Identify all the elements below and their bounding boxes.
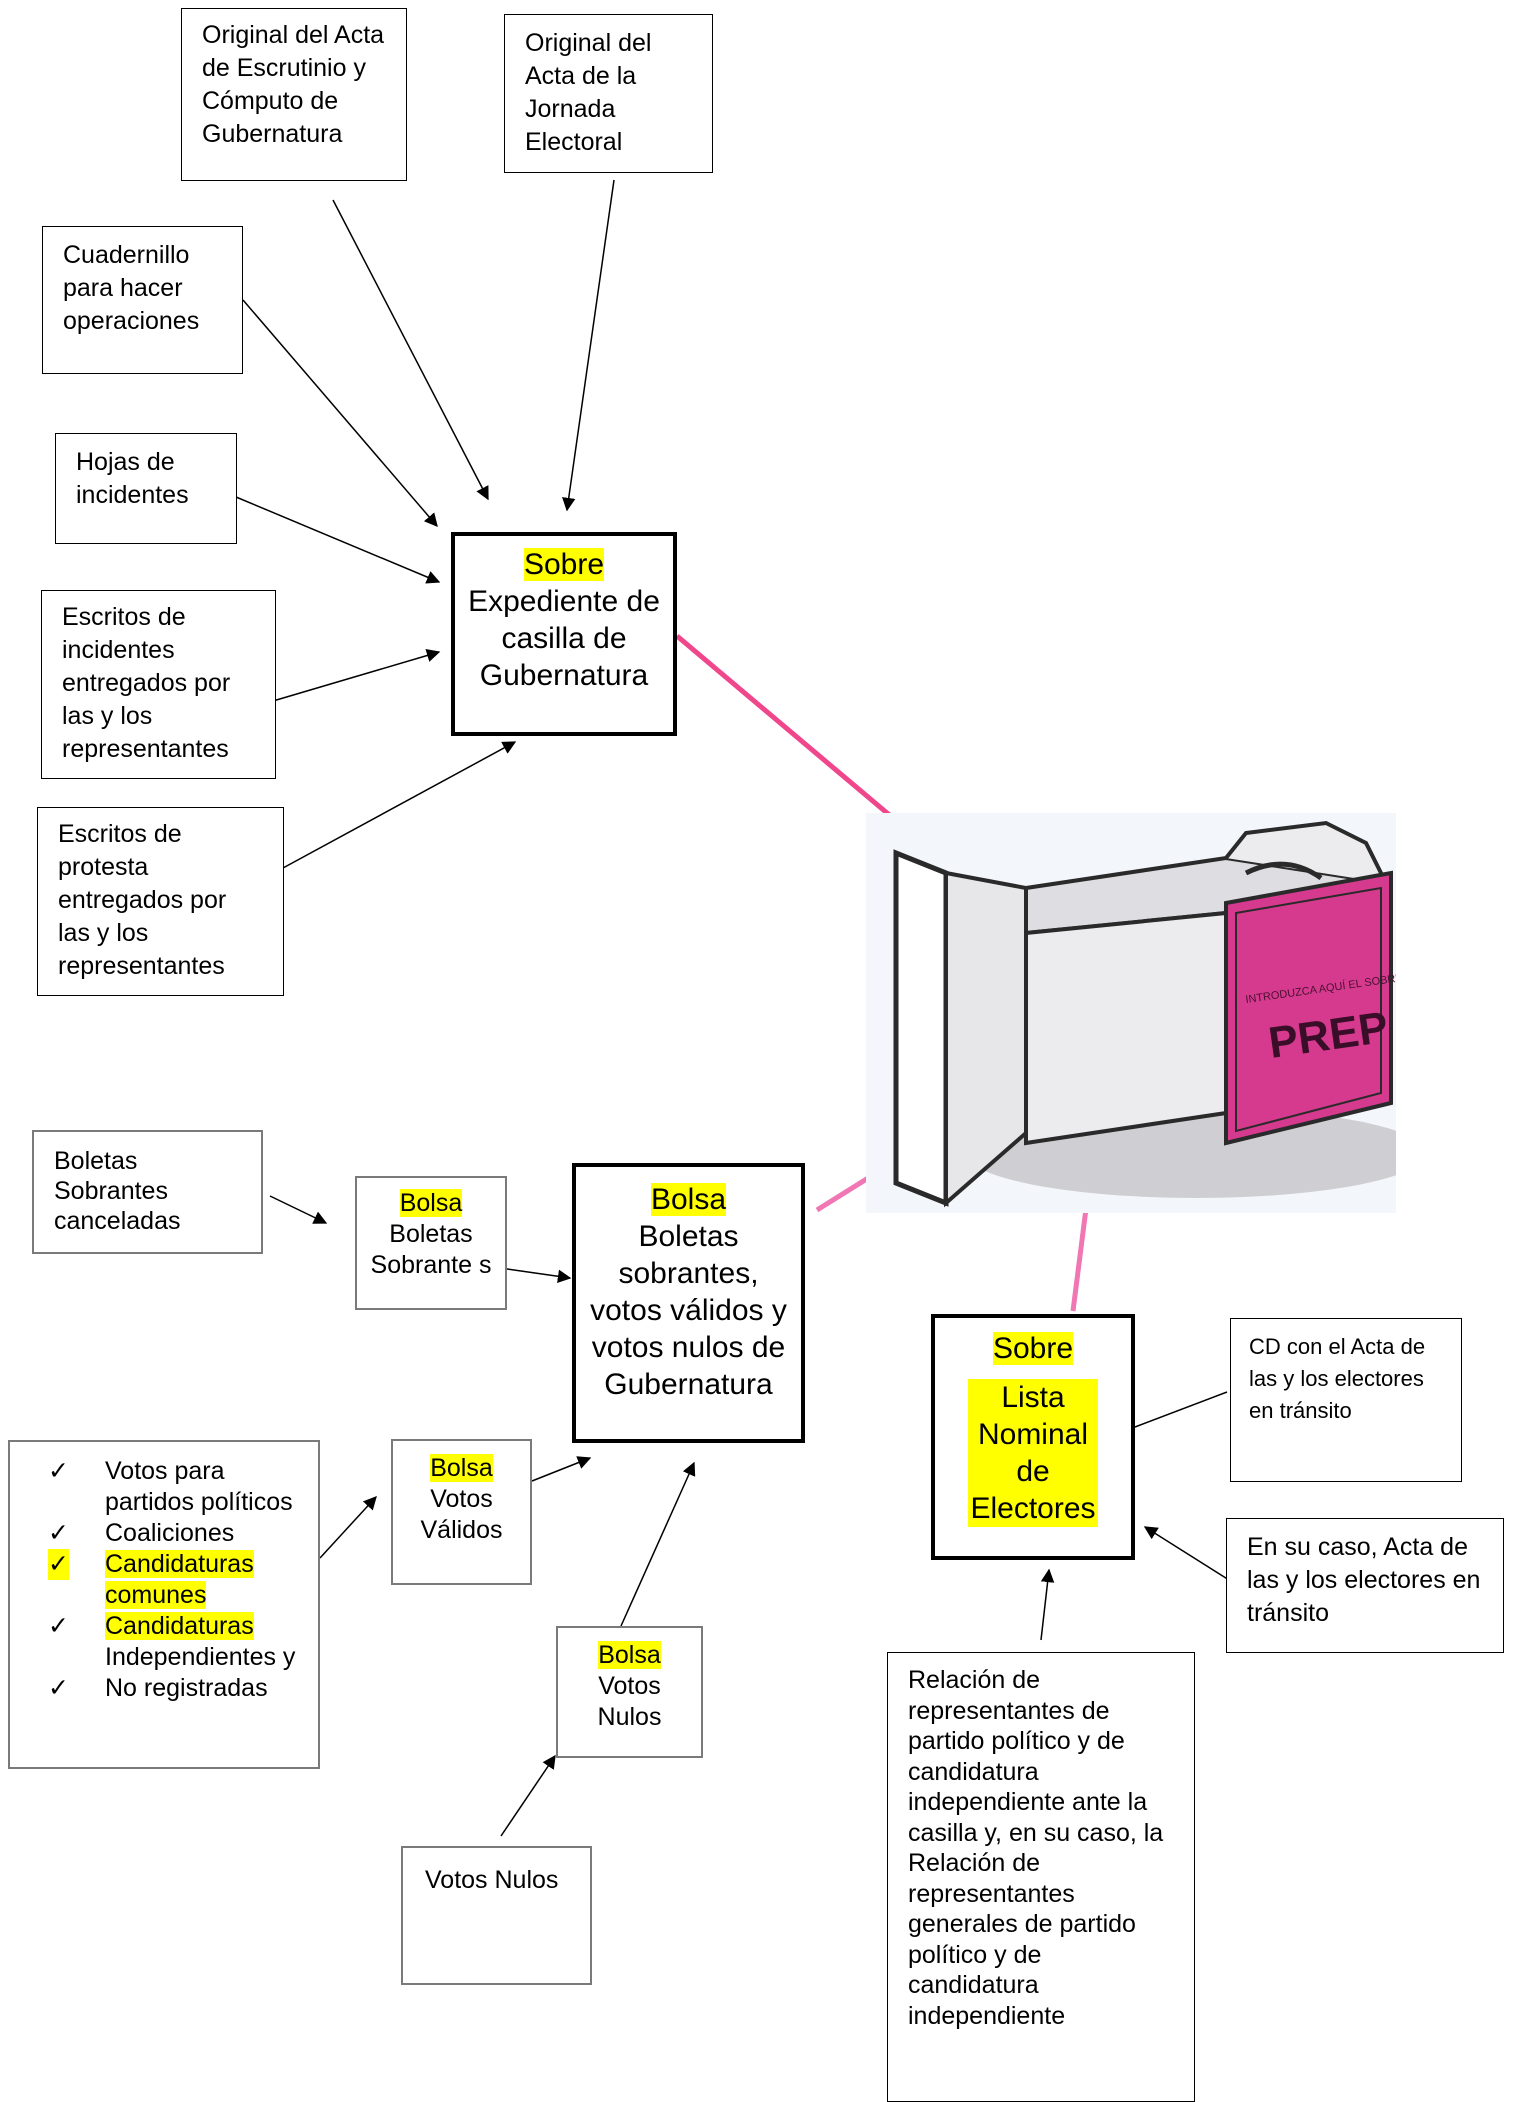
arrow-votos-nulos	[500, 1754, 556, 1837]
bolsa-principal-tag: Bolsa	[650, 1183, 727, 1216]
sobre-lista-box: Sobre Lista Nominal de Electores	[931, 1314, 1135, 1560]
sobre-lista-text: Lista Nominal de Electores	[968, 1379, 1098, 1527]
relacion-representantes-text: Relación de representantes de partido po…	[908, 1666, 1164, 2030]
hojas-incidentes-text: Hojas de incidentes	[76, 448, 189, 509]
acta-jornada-box: Original del Acta de la Jornada Electora…	[504, 14, 713, 173]
bolsa-boletas-tag: Bolsa	[399, 1189, 463, 1217]
acta-escrutinio-text: Original del Acta de Escrutinio y Cómput…	[202, 21, 385, 148]
acta-jornada-text: Original del Acta de la Jornada Electora…	[525, 29, 652, 156]
arrow-relacion	[1040, 1568, 1055, 1641]
line-cd-acta	[1134, 1391, 1228, 1428]
check-mark-icon: ✓	[48, 1457, 69, 1485]
acta-escrutinio-box: Original del Acta de Escrutinio y Cómput…	[181, 8, 407, 181]
check-mark-icon: ✓	[48, 1612, 69, 1640]
check-mark-icon: ✓	[48, 1519, 69, 1547]
arrow-acta-escrutinio	[332, 199, 489, 501]
bolsa-validos-tag: Bolsa	[430, 1454, 493, 1482]
cd-acta-box: CD con el Acta de las y los electores en…	[1230, 1318, 1462, 1482]
bolsa-principal-text: Boletas sobrantes, votos válidos y votos…	[590, 1220, 787, 1401]
sobre-lista-tag: Sobre	[992, 1332, 1074, 1365]
hojas-incidentes-box: Hojas de incidentes	[55, 433, 237, 544]
cuadernillo-text: Cuadernillo para hacer operaciones	[63, 241, 200, 335]
bolsa-boletas-text: Boletas Sobrante s	[370, 1220, 492, 1279]
check-mark-icon: ✓	[48, 1549, 69, 1580]
checklist: ✓Votos para partidos políticos ✓Coalicio…	[10, 1456, 318, 1704]
bolsa-boletas-sobrantes-box: Bolsa Boletas Sobrante s	[355, 1176, 507, 1310]
bolsa-votos-nulos-box: Bolsa Votos Nulos	[556, 1626, 703, 1758]
cuadernillo-box: Cuadernillo para hacer operaciones	[42, 226, 243, 374]
checklist-box: ✓Votos para partidos políticos ✓Coalicio…	[8, 1440, 320, 1769]
escritos-incidentes-box: Escritos de incidentes entregados por la…	[41, 590, 276, 779]
arrow-bolsa-boletas	[499, 1267, 572, 1283]
sobre-expediente-text: Expediente de casilla de Gubernatura	[468, 585, 660, 692]
escritos-incidentes-text: Escritos de incidentes entregados por la…	[62, 603, 231, 763]
escritos-protesta-box: Escritos de protesta entregados por las …	[37, 807, 284, 996]
arrow-acta-jornada	[562, 179, 615, 512]
cd-acta-text: CD con el Acta de las y los electores en…	[1249, 1334, 1426, 1423]
sobre-expediente-tag: Sobre	[523, 548, 605, 581]
arrow-checklist	[319, 1496, 377, 1559]
boletas-canceladas-text: Boletas Sobrantes canceladas	[54, 1147, 181, 1235]
arrow-boletas-canceladas	[269, 1195, 328, 1224]
boletas-canceladas-box: Boletas Sobrantes canceladas	[32, 1130, 263, 1254]
arrow-votos-validos	[531, 1456, 592, 1482]
arrow-acta-transito	[1143, 1526, 1230, 1581]
checklist-item: ✓Candidaturas comunes	[48, 1549, 254, 1609]
ballot-box-illustration: INTRODUZCA AQUÍ EL SOBRE PREP	[866, 813, 1396, 1213]
votos-nulos-text: Votos Nulos	[425, 1866, 559, 1894]
bolsa-votos-validos-box: Bolsa Votos Válidos	[391, 1439, 532, 1585]
arrow-bolsa-nulos	[620, 1461, 696, 1627]
arrow-hojas-incidentes	[235, 496, 441, 584]
bolsa-principal-box: Bolsa Boletas sobrantes, votos válidos y…	[572, 1163, 805, 1443]
acta-transito-text: En su caso, Acta de las y los electores …	[1247, 1533, 1481, 1627]
checklist-item: ✓Coaliciones	[48, 1519, 235, 1547]
check-mark-icon: ✓	[48, 1674, 69, 1702]
escritos-protesta-text: Escritos de protesta entregados por las …	[58, 820, 227, 980]
arrow-escritos-protesta	[282, 741, 517, 869]
sobre-expediente-box: Sobre Expediente de casilla de Gubernatu…	[451, 532, 677, 736]
bolsa-nulos-text: Votos Nulos	[597, 1672, 662, 1731]
checklist-item: ✓No registradas	[48, 1674, 268, 1702]
bolsa-validos-text: Votos Válidos	[420, 1485, 503, 1544]
acta-transito-box: En su caso, Acta de las y los electores …	[1226, 1518, 1504, 1653]
arrow-escritos-incidentes	[272, 648, 441, 702]
arrow-cuadernillo	[242, 299, 438, 528]
relacion-representantes-box: Relación de representantes de partido po…	[887, 1652, 1195, 2102]
checklist-item: ✓Votos para partidos políticos	[48, 1457, 293, 1516]
bolsa-nulos-tag: Bolsa	[598, 1641, 661, 1669]
votos-nulos-box: Votos Nulos	[401, 1846, 592, 1985]
